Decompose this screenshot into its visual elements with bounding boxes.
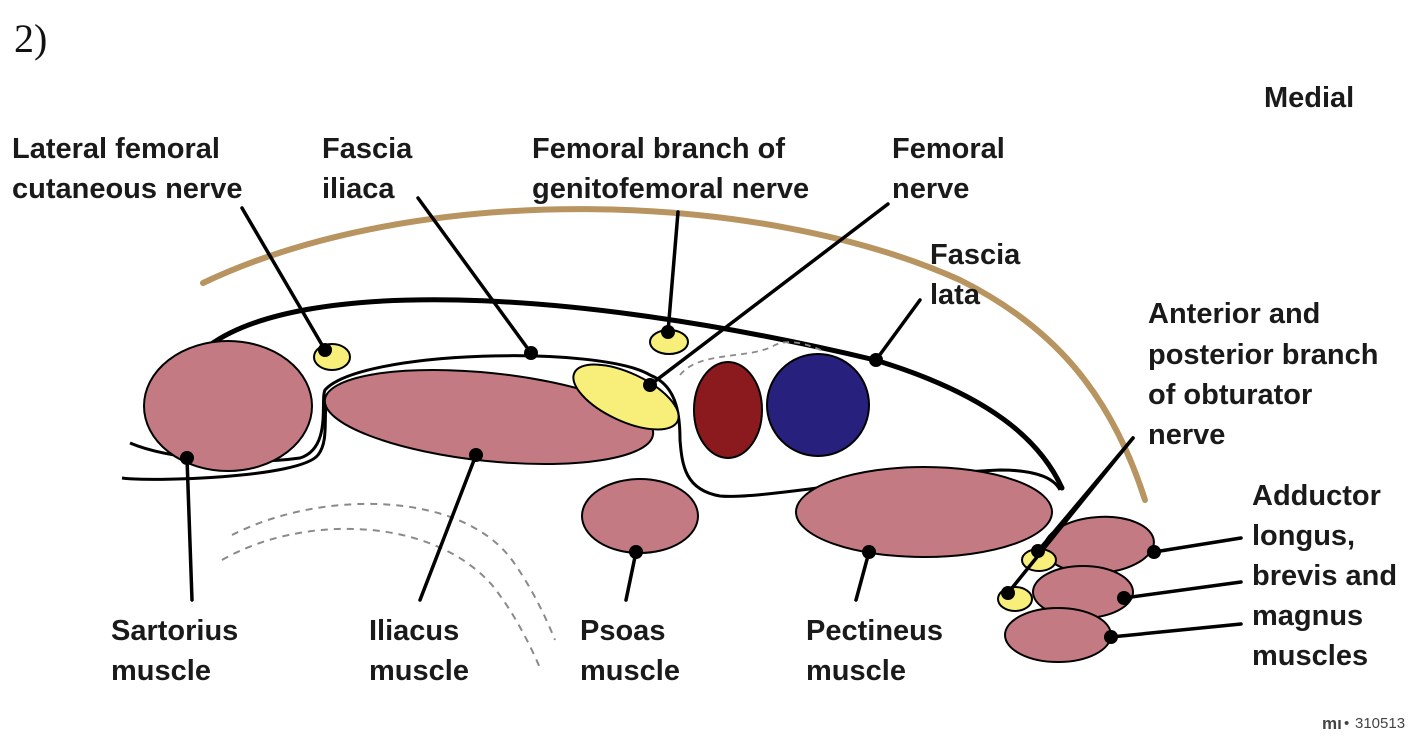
label-obturator-nerve-line4: nerve xyxy=(1148,419,1225,451)
pectineus-muscle-shape xyxy=(796,467,1052,557)
label-lateral-femoral-cutaneous-nerve-line1: Lateral femoral xyxy=(12,133,220,165)
sartorius-muscle-shape xyxy=(144,341,312,471)
credit-separator: • xyxy=(1344,715,1349,732)
label-lateral-femoral-cutaneous-nerve-line2: cutaneous nerve xyxy=(12,173,242,205)
label-obturator-nerve-line1: Anterior and xyxy=(1148,298,1320,330)
label-genitofemoral-branch-line1: Femoral branch of xyxy=(532,133,785,165)
label-adductor-line3: brevis and xyxy=(1252,560,1397,592)
label-iliacus-line1: Iliacus xyxy=(369,615,459,647)
label-psoas-line2: muscle xyxy=(580,655,680,687)
label-sartorius-line1: Sartorius xyxy=(111,615,238,647)
label-femoral-nerve-line1: Femoral xyxy=(892,133,1005,165)
credit-id: 310513 xyxy=(1355,715,1405,732)
label-fascia-iliaca-line2: iliaca xyxy=(322,173,395,205)
label-adductor-line1: Adductor xyxy=(1252,480,1381,512)
label-adductor-line4: magnus xyxy=(1252,600,1363,632)
label-genitofemoral-branch-line2: genitofemoral nerve xyxy=(532,173,809,205)
label-pectineus-line2: muscle xyxy=(806,655,906,687)
label-sartorius-line2: muscle xyxy=(111,655,211,687)
label-femoral-nerve-line2: nerve xyxy=(892,173,969,205)
panel-number: 2) xyxy=(14,16,47,61)
credit-logo: mı xyxy=(1322,714,1342,733)
dashed-contour-inner xyxy=(222,529,540,668)
label-psoas-line1: Psoas xyxy=(580,615,665,647)
femoral-vein-shape xyxy=(767,354,869,456)
label-pectineus-line1: Pectineus xyxy=(806,615,943,647)
label-fascia-iliaca-line1: Fascia xyxy=(322,133,413,165)
adductor-magnus-shape xyxy=(1005,608,1111,662)
label-adductor-line2: longus, xyxy=(1252,520,1355,552)
label-obturator-nerve-line2: posterior branch xyxy=(1148,339,1378,371)
label-adductor-line5: muscles xyxy=(1252,640,1368,672)
label-obturator-nerve-line3: of obturator xyxy=(1148,379,1312,411)
orientation-medial: Medial xyxy=(1264,82,1354,114)
femoral-artery-shape xyxy=(694,362,762,458)
psoas-muscle-shape xyxy=(582,479,698,553)
label-fascia-lata-line2: lata xyxy=(930,279,981,311)
label-fascia-lata-line1: Fascia xyxy=(930,239,1021,271)
label-iliacus-line2: muscle xyxy=(369,655,469,687)
